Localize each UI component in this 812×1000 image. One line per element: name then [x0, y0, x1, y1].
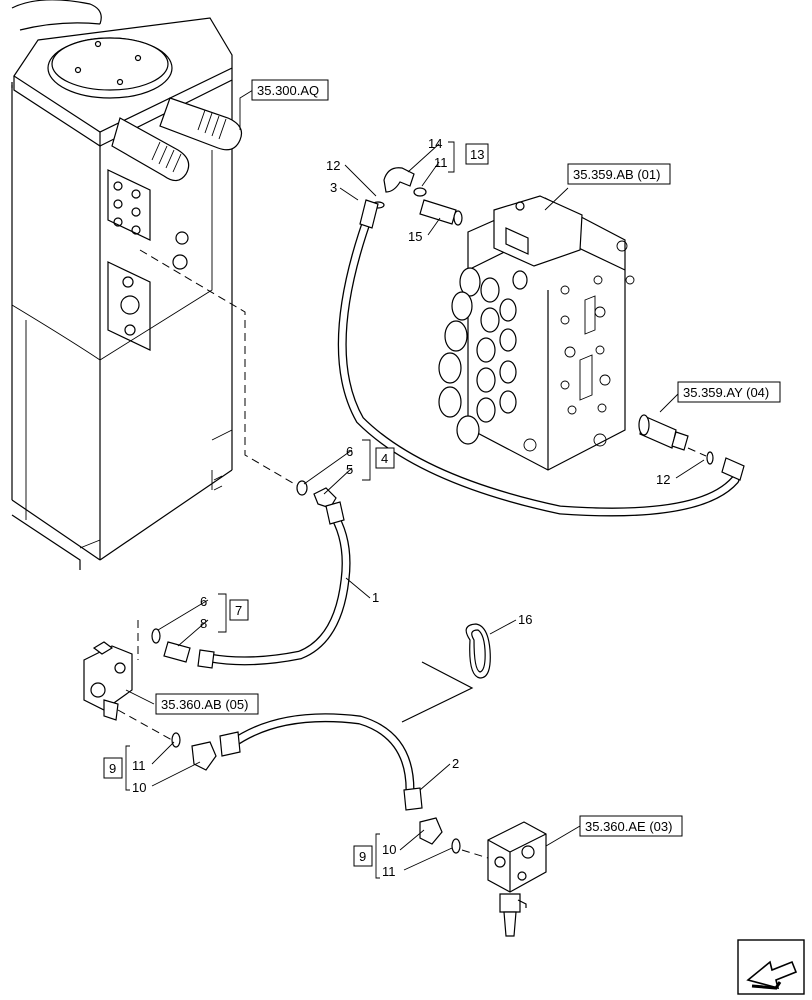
kit-label-9-left: 9 — [109, 761, 116, 776]
callout-15: 15 — [408, 229, 422, 244]
ref-label-35-360-AE: 35.360.AE (03) — [585, 819, 672, 834]
callout-6-lower: 6 — [200, 594, 207, 609]
callout-14: 14 — [428, 136, 442, 151]
callout-12-top: 12 — [326, 158, 340, 173]
valve-top-fittings — [371, 167, 463, 226]
right-fitting — [638, 414, 745, 481]
callout-11-right: 11 — [382, 864, 396, 879]
callout-10-right: 10 — [382, 842, 396, 857]
callout-6-top: 6 — [346, 444, 353, 459]
callout-12-lower: 12 — [656, 472, 670, 487]
callout-2: 2 — [452, 756, 459, 771]
o-ring-16 — [465, 623, 491, 679]
ref-box-35-359-AY[interactable]: 35.359.AY (04) — [677, 381, 781, 403]
fitting-10-11-right — [419, 817, 489, 859]
solenoid-valve-right — [487, 821, 547, 937]
callout-10-left: 10 — [132, 780, 146, 795]
kit-label-9-right: 9 — [359, 849, 366, 864]
ref-label-35-359-AB: 35.359.AB (01) — [573, 167, 660, 182]
fitting-6-8 — [151, 628, 191, 663]
kit-box-7[interactable]: 7 — [229, 599, 249, 621]
callout-3: 3 — [330, 180, 337, 195]
ref-label-35-360-AB: 35.360.AB (05) — [161, 697, 248, 712]
main-control-valve — [438, 195, 635, 471]
kit-label-7: 7 — [235, 603, 242, 618]
fitting-11-10-left — [171, 732, 217, 771]
ref-box-35-360-AE[interactable]: 35.360.AE (03) — [579, 815, 683, 837]
callout-11-left: 11 — [132, 758, 146, 773]
break-marker — [401, 661, 474, 723]
pilot-valve-left — [83, 620, 173, 741]
hose-3 — [337, 199, 740, 517]
hose-2 — [219, 713, 423, 811]
ref-label-35-300-AQ: 35.300.AQ — [257, 83, 319, 98]
hydraulic-tank — [11, 0, 243, 570]
kit-box-4[interactable]: 4 — [375, 447, 395, 469]
callout-11-top: 11 — [434, 155, 448, 170]
kit-label-13: 13 — [470, 147, 484, 162]
ref-box-35-300-AQ[interactable]: 35.300.AQ — [251, 79, 329, 101]
callout-1: 1 — [372, 590, 379, 605]
ref-box-35-360-AB[interactable]: 35.360.AB (05) — [155, 693, 259, 715]
callout-5: 5 — [346, 462, 353, 477]
leader-lines — [125, 89, 705, 879]
callout-16: 16 — [518, 612, 532, 627]
hose-1 — [197, 501, 351, 669]
fitting-6-5 — [296, 480, 337, 509]
ref-box-35-359-AB[interactable]: 35.359.AB (01) — [567, 163, 671, 185]
kit-label-4: 4 — [381, 451, 388, 466]
ref-label-35-359-AY: 35.359.AY (04) — [683, 385, 769, 400]
arrow-navigation-icon[interactable] — [737, 939, 805, 995]
kit-box-13[interactable]: 13 — [465, 143, 489, 165]
callout-8: 8 — [200, 616, 207, 631]
kit-box-9-left[interactable]: 9 — [103, 757, 123, 779]
kit-box-9-right[interactable]: 9 — [353, 845, 373, 867]
